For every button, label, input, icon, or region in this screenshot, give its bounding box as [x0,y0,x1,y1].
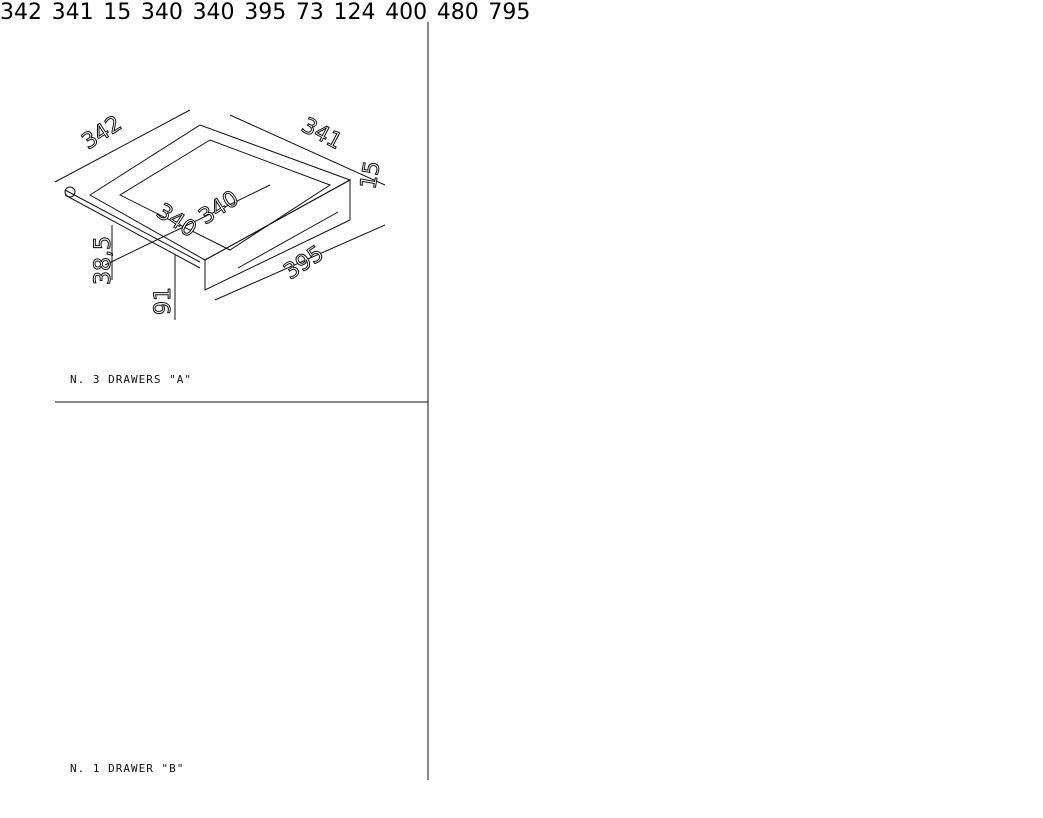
dim-b-340b: 340 [192,0,235,25]
dim-cart-400: 400 [385,0,428,25]
dim-a-15: 15 [356,159,385,191]
dim-cart-480: 480 [436,0,479,25]
dim-a-height: 38,5 [91,236,116,285]
drawer-a-drawing [54,109,386,320]
dim-cart-795: 795 [488,0,531,25]
dim-b-340a: 340 [140,0,183,25]
drawer-a-caption: N. 3 DRAWERS "A" [70,373,192,386]
dim-a-front: 91 [151,287,176,315]
dim-a-340b: 340 [195,186,244,230]
dim-b-15: 15 [103,0,132,25]
dim-b-front: 124 [333,0,376,25]
dim-b-341: 341 [51,0,94,25]
dim-b-395: 395 [244,0,287,25]
dim-a-340a: 340 [152,199,201,243]
dim-b-342: 342 [0,0,42,25]
dim-a-395: 395 [280,241,329,285]
dim-b-height: 73 [295,0,324,25]
dim-a-342: 342 [78,111,127,155]
drawer-b-caption: N. 1 DRAWER "B" [70,762,185,775]
